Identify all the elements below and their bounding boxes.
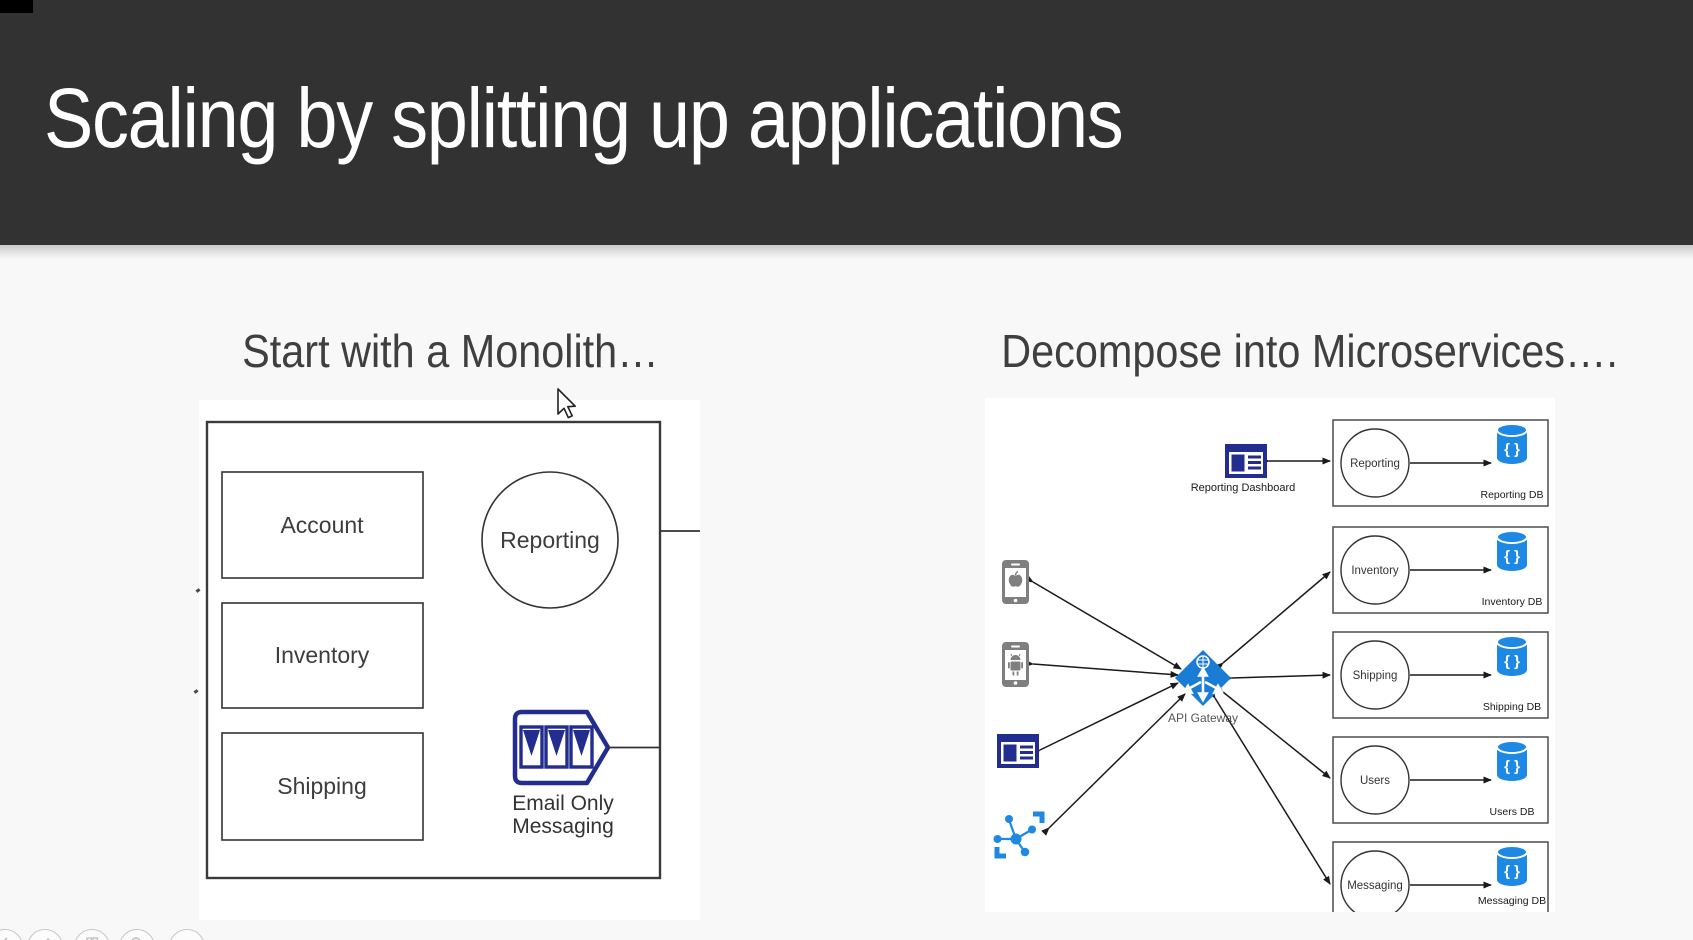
monolith-diagram: Account Inventory Shipping Reporting bbox=[199, 400, 700, 920]
svg-text:{ }: { } bbox=[1504, 653, 1520, 670]
module-shipping-label: Shipping bbox=[277, 773, 367, 799]
svg-text:{ }: { } bbox=[1504, 863, 1520, 880]
microservices-diagram: Reporting Dashboard bbox=[985, 398, 1555, 912]
database-icon: { } bbox=[1496, 423, 1528, 464]
screen-corner-artifact bbox=[0, 0, 33, 13]
database-icon: { } bbox=[1496, 530, 1528, 571]
service-label: Reporting bbox=[1350, 458, 1400, 470]
api-client-icon bbox=[993, 811, 1045, 859]
service-label: Inventory bbox=[1351, 565, 1399, 577]
database-label: Shipping DB bbox=[1483, 701, 1541, 713]
database-icon: { } bbox=[1496, 740, 1528, 781]
email-messaging-label-line1: Email Only bbox=[512, 792, 614, 815]
microservices-heading: Decompose into Microservices…. bbox=[1001, 325, 1619, 377]
api-gateway-label: API Gateway bbox=[1168, 711, 1238, 725]
svg-text:{ }: { } bbox=[1504, 758, 1520, 775]
module-account-label: Account bbox=[280, 512, 364, 538]
all-slides-button[interactable] bbox=[74, 929, 110, 940]
database-label: Users DB bbox=[1490, 806, 1535, 818]
svg-text:{ }: { } bbox=[1504, 548, 1520, 565]
svg-text:{ }: { } bbox=[1504, 441, 1520, 458]
reporting-dashboard-icon bbox=[1225, 444, 1267, 478]
service-label: Messaging bbox=[1347, 880, 1403, 892]
module-inventory-label: Inventory bbox=[275, 642, 370, 668]
service-row-messaging: Messaging { } Messaging DB bbox=[1332, 841, 1549, 912]
database-icon: { } bbox=[1496, 845, 1528, 886]
gateway-service-arrows bbox=[1208, 571, 1331, 885]
pen-button[interactable] bbox=[27, 929, 63, 940]
browser-client-icon bbox=[997, 734, 1039, 768]
module-account: Account bbox=[221, 471, 424, 579]
email-messaging-icon bbox=[512, 709, 660, 786]
iphone-client-icon bbox=[1002, 560, 1029, 604]
database-label: Messaging DB bbox=[1478, 895, 1546, 907]
monolith-heading: Start with a Monolith… bbox=[241, 325, 659, 377]
service-row-inventory: Inventory { } Inventory DB bbox=[1332, 526, 1549, 614]
title-band-shadow bbox=[0, 245, 1693, 259]
service-label: Users bbox=[1360, 775, 1390, 787]
database-icon: { } bbox=[1496, 635, 1528, 676]
module-shipping: Shipping bbox=[221, 732, 424, 841]
database-label: Reporting DB bbox=[1480, 489, 1543, 501]
reporting-dashboard-label: Reporting Dashboard bbox=[1191, 482, 1296, 494]
api-gateway-icon bbox=[1175, 650, 1231, 706]
service-label: Shipping bbox=[1353, 670, 1398, 682]
service-row-users: Users { } Users DB bbox=[1332, 736, 1549, 824]
reporting-circle-label: Reporting bbox=[500, 527, 600, 553]
prev-slide-button[interactable] bbox=[0, 929, 23, 940]
module-inventory: Inventory bbox=[221, 602, 424, 709]
mouse-cursor-icon bbox=[556, 388, 580, 424]
client-gateway-arrows bbox=[1024, 575, 1186, 836]
service-row-shipping: Shipping { } Shipping DB bbox=[1332, 631, 1549, 719]
reporting-circle: Reporting bbox=[481, 471, 619, 609]
zoom-button[interactable] bbox=[119, 929, 155, 940]
slide-title: Scaling by splitting up applications bbox=[44, 71, 1124, 165]
email-messaging-label-line2: Messaging bbox=[512, 815, 614, 838]
database-label: Inventory DB bbox=[1482, 596, 1543, 608]
android-client-icon bbox=[1002, 642, 1029, 687]
title-band bbox=[0, 0, 1693, 245]
stray-mark bbox=[193, 689, 199, 694]
more-options-button[interactable] bbox=[169, 929, 205, 940]
service-row-reporting: Reporting { } Reporting DB bbox=[1332, 419, 1549, 507]
